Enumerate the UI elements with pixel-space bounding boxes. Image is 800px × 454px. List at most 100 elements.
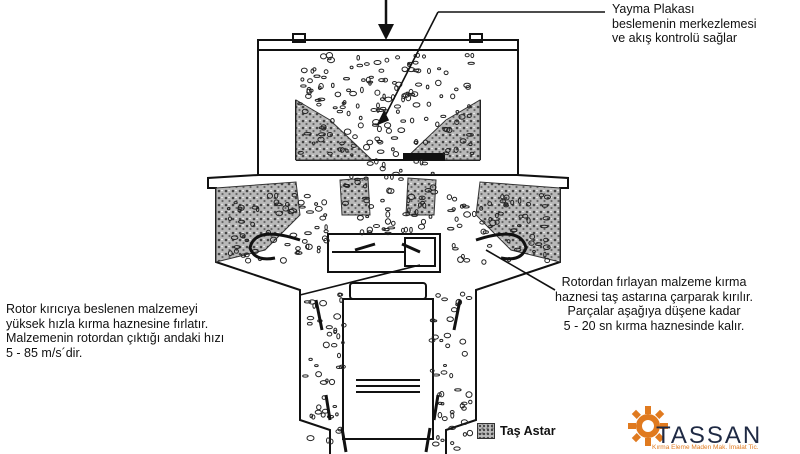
particle	[420, 218, 427, 225]
particle	[480, 228, 487, 235]
particle	[384, 231, 392, 236]
particle	[339, 297, 343, 303]
particle	[435, 121, 440, 128]
particle	[331, 343, 338, 348]
particle	[334, 91, 342, 98]
particle	[401, 95, 406, 103]
particle	[462, 432, 467, 437]
particle	[233, 201, 238, 205]
particle	[446, 194, 453, 201]
particle	[538, 193, 545, 198]
particle	[346, 110, 351, 117]
particle	[459, 338, 467, 345]
particle	[251, 205, 260, 210]
particle	[319, 300, 328, 307]
particle	[313, 74, 321, 78]
particle	[511, 228, 518, 233]
particle	[372, 123, 379, 127]
particle	[459, 138, 467, 144]
particle	[461, 203, 467, 208]
particle	[458, 114, 466, 120]
particle	[317, 85, 322, 91]
rotor-label: Rotor kırıcıya beslenen malzemeyi yüksek…	[6, 302, 224, 360]
firlayan-line-1: Rotordan fırlayan malzeme kırma	[561, 275, 747, 289]
particle	[299, 205, 306, 209]
particle	[426, 101, 432, 107]
particle	[422, 202, 427, 209]
particle	[339, 141, 345, 146]
particle	[532, 250, 536, 253]
particle	[314, 98, 322, 102]
particle	[419, 159, 424, 166]
particle	[337, 147, 343, 152]
particle	[314, 364, 319, 368]
particle	[374, 158, 379, 165]
particle	[451, 243, 456, 249]
particle	[350, 153, 354, 157]
particle	[384, 96, 393, 103]
particle	[341, 101, 346, 106]
particle	[526, 217, 531, 224]
particle	[468, 399, 473, 405]
particle	[357, 122, 364, 129]
particle	[326, 132, 333, 138]
particle	[384, 57, 390, 63]
particle	[503, 203, 510, 208]
particle	[243, 252, 250, 258]
particle	[320, 124, 327, 131]
particle	[440, 114, 447, 119]
particle	[305, 243, 310, 250]
particle	[378, 68, 385, 73]
particle	[349, 90, 358, 97]
particle	[489, 219, 497, 227]
particle	[316, 245, 321, 250]
particle	[317, 136, 325, 143]
particle	[244, 238, 250, 243]
particle	[384, 218, 392, 225]
particle	[387, 226, 396, 230]
particle	[354, 177, 361, 182]
particle	[364, 62, 370, 66]
particle	[449, 410, 455, 415]
firlayan-line-2: haznesi taş astarına çarparak kırılır.	[555, 289, 754, 304]
particle	[304, 231, 312, 236]
particle	[430, 189, 439, 195]
particle	[340, 147, 345, 153]
particle	[430, 171, 435, 175]
particle	[395, 109, 400, 114]
particle	[438, 401, 443, 405]
particle	[399, 168, 403, 173]
particle	[407, 193, 416, 200]
flow-arrows	[248, 232, 528, 453]
particle	[454, 119, 460, 125]
particle	[366, 139, 374, 146]
particle	[324, 224, 328, 231]
particle	[528, 240, 535, 246]
particle	[451, 307, 458, 313]
particle	[454, 216, 459, 222]
particle	[456, 223, 463, 229]
particle	[517, 197, 522, 204]
particle	[318, 126, 327, 130]
particle	[366, 161, 374, 166]
particle	[432, 373, 441, 377]
particle	[400, 119, 407, 123]
particle	[355, 103, 360, 109]
particle	[422, 139, 429, 145]
particle	[291, 193, 298, 198]
particle	[463, 258, 471, 263]
particle	[412, 68, 420, 73]
particle	[320, 53, 327, 60]
particle	[384, 174, 389, 180]
particle	[437, 392, 442, 397]
particle	[443, 127, 451, 133]
particle	[503, 194, 510, 201]
particle	[342, 200, 349, 206]
particle	[479, 206, 484, 211]
particle	[335, 412, 339, 417]
particle	[425, 84, 430, 90]
particle	[339, 105, 346, 110]
particle	[315, 371, 323, 378]
particle	[337, 292, 343, 298]
particle	[461, 350, 468, 357]
